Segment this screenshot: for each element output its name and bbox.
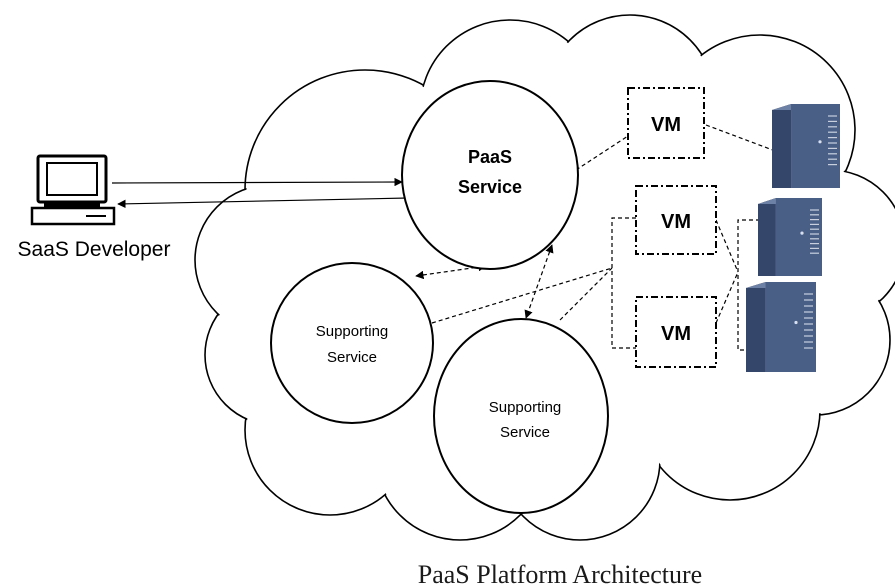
request-arrow: [111, 177, 403, 187]
supporting-service-node-2: Supporting Service: [433, 318, 609, 514]
vm-box-1: VM: [627, 87, 705, 159]
vm-1-label: VM: [651, 114, 681, 136]
computer-terminal-icon: [30, 154, 116, 226]
server-tower-icon: [758, 198, 822, 276]
servers-group: [746, 104, 840, 372]
developer-label: SaaS Developer: [18, 238, 171, 261]
paas-service-node: PaaS Service: [401, 80, 579, 270]
vm-box-2: VM: [635, 185, 717, 255]
server-tower-icon: [772, 104, 840, 188]
supporting-service-1-label-line1: Supporting: [316, 323, 389, 340]
supporting-service-node-1: Supporting Service: [270, 262, 434, 424]
paas-support2-arrow: [524, 244, 554, 319]
vm-3-label: VM: [661, 323, 691, 345]
vm1-server-link: [705, 124, 779, 153]
server-tower-icon: [746, 282, 816, 372]
vm-box-3: VM: [635, 296, 717, 368]
diagram-caption: PaaS Platform Architecture: [418, 560, 702, 586]
vm2-server-link: [715, 219, 739, 273]
paas-service-label-line2: Service: [458, 177, 522, 197]
vm-2-label: VM: [661, 211, 691, 233]
support1-vm-link: [431, 267, 613, 324]
supporting-service-1-label-line2: Service: [327, 349, 377, 366]
vm3-server-link: [715, 271, 739, 324]
supporting-service-2-label-line2: Service: [500, 424, 550, 441]
paas-vm-link: [575, 135, 629, 171]
support2-vm-link-a: [559, 267, 613, 321]
paas-service-label-line1: PaaS: [468, 147, 512, 167]
response-arrow: [117, 197, 409, 209]
supporting-service-2-label-line1: Supporting: [489, 399, 562, 416]
